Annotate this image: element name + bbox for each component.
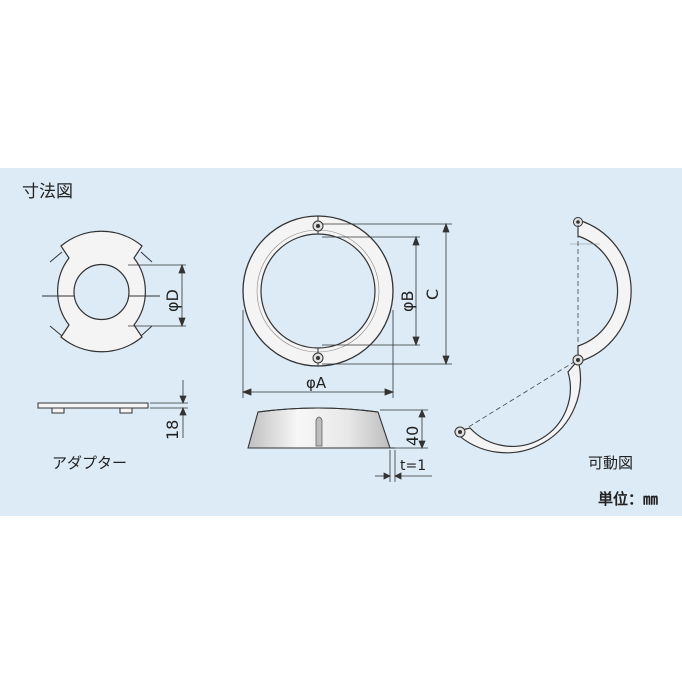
ring-side-view bbox=[247, 407, 395, 449]
label-t: t=1 bbox=[400, 458, 426, 474]
label-unit: 単位：㎜ bbox=[598, 490, 658, 508]
adapter-top-view bbox=[42, 230, 160, 353]
ring-top-view bbox=[242, 215, 394, 367]
label-40: 40 bbox=[403, 426, 422, 446]
label-adapter: アダプター bbox=[52, 454, 127, 472]
dimension-t bbox=[375, 450, 432, 482]
label-18: 18 bbox=[163, 420, 182, 440]
label-phi-b: φB bbox=[398, 290, 417, 312]
adapter-side-view bbox=[37, 402, 149, 414]
movable-view bbox=[453, 217, 632, 454]
dimension-phi-d bbox=[128, 263, 186, 328]
dimension-18 bbox=[150, 380, 188, 438]
dimension-40 bbox=[380, 408, 428, 450]
label-phi-a: φA bbox=[306, 374, 327, 392]
label-movable: 可動図 bbox=[588, 454, 633, 472]
dimension-phi-b-c bbox=[322, 222, 452, 366]
label-phi-d: φD bbox=[163, 289, 182, 312]
dimension-phi-a bbox=[241, 310, 395, 398]
label-c: C bbox=[423, 289, 442, 300]
diagram-title: 寸法図 bbox=[22, 182, 73, 202]
